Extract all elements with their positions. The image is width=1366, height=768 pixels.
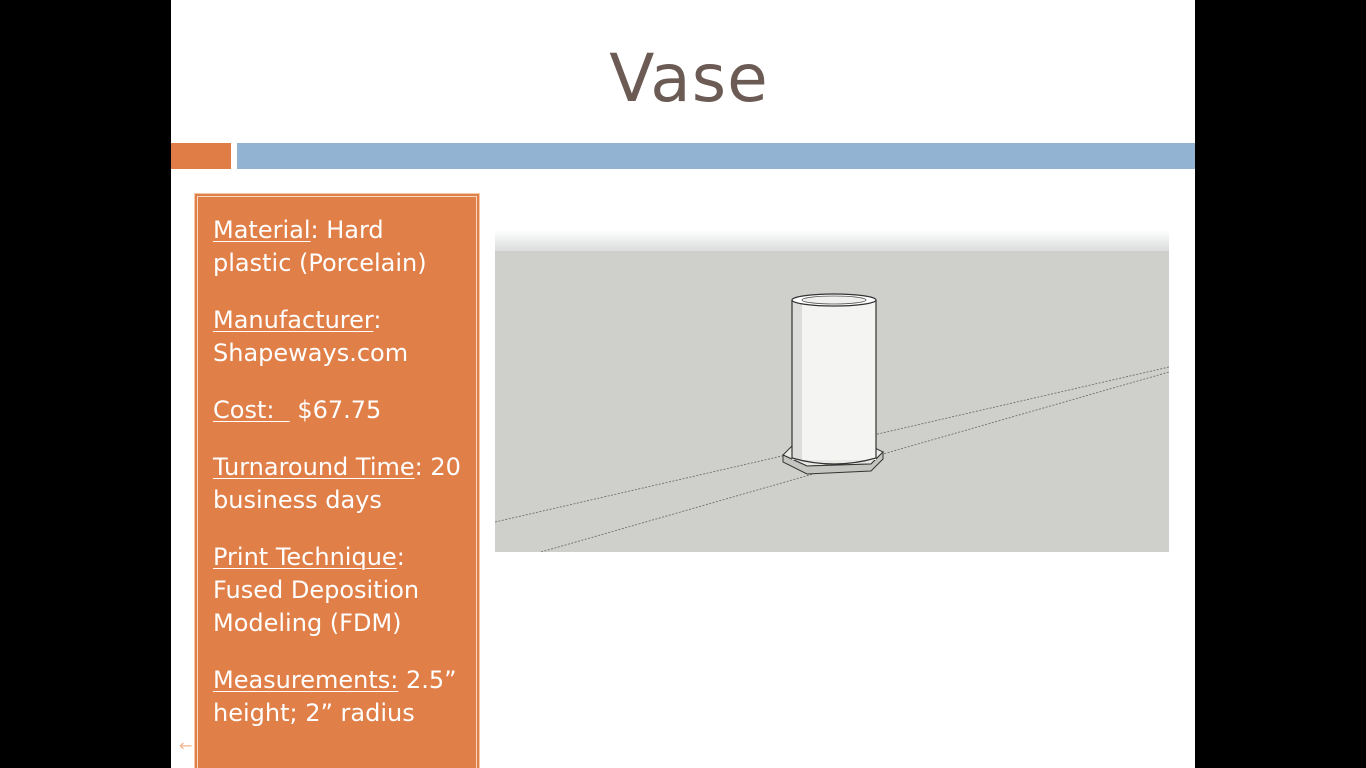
detail-manufacturer: Manufacturer: Shapeways.com <box>213 304 469 370</box>
vase-opening <box>801 295 867 305</box>
detail-separator: : <box>414 453 423 481</box>
detail-separator: : <box>373 306 382 334</box>
details-box: Material: Hard plastic (Porcelain) Manuf… <box>194 193 480 768</box>
detail-label: Print Technique <box>213 543 397 571</box>
detail-print-technique: Print Technique: Fused Deposition Modeli… <box>213 541 469 640</box>
detail-value: Hard plastic (Porcelain) <box>213 216 427 277</box>
vase-base-side <box>782 450 884 475</box>
detail-label: Material <box>213 216 311 244</box>
detail-separator: : <box>310 216 319 244</box>
vase-model-drawing <box>495 293 1169 552</box>
detail-label: Turnaround Time <box>213 453 415 481</box>
detail-label: Measurements: <box>213 666 399 694</box>
detail-cost: Cost: $67.75 <box>213 394 469 427</box>
accent-bar-orange <box>171 143 231 169</box>
detail-value: Shapeways.com <box>213 339 409 367</box>
vase-3d-model-view <box>495 230 1169 552</box>
vase-bottom-edge <box>791 457 877 465</box>
detail-measurements: Measurements: 2.5” height; 2” radius <box>213 664 469 730</box>
slide-title: Vase <box>609 40 769 117</box>
detail-value: $67.75 <box>289 396 382 424</box>
vase-body <box>792 300 876 460</box>
accent-bar-blue <box>237 143 1195 169</box>
detail-label: Manufacturer <box>213 306 374 334</box>
detail-value: 2.5” height; 2” radius <box>213 666 457 727</box>
detail-value: 20 business days <box>213 453 461 514</box>
slide: Vase Material: Hard plastic (Porcelain) … <box>171 0 1195 768</box>
detail-label: Cost: <box>213 396 290 424</box>
detail-separator: : <box>396 543 405 571</box>
arrow-left-icon[interactable]: ← <box>179 736 193 755</box>
detail-material: Material: Hard plastic (Porcelain) <box>213 214 469 280</box>
detail-value: Fused Deposition Modeling (FDM) <box>213 576 420 637</box>
viewport-sky <box>495 230 1169 251</box>
vase-body-shade <box>792 300 802 460</box>
detail-turnaround-time: Turnaround Time: 20 business days <box>213 451 469 517</box>
